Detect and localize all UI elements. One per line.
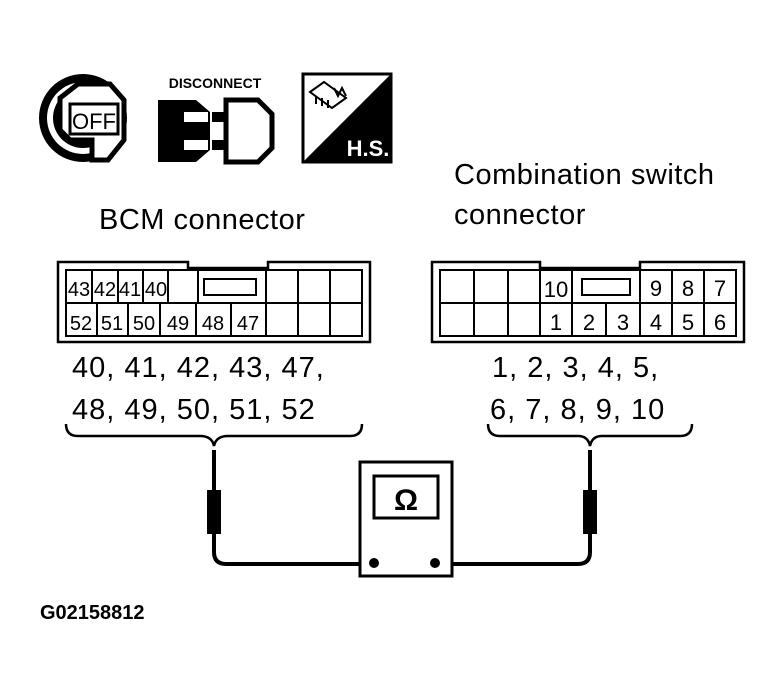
combination-pins-line1: 1, 2, 3, 4, 5, bbox=[492, 352, 660, 384]
left-probe bbox=[207, 450, 374, 566]
comb-pin-8: 8 bbox=[682, 276, 694, 301]
bcm-connector: 43 42 41 40 52 51 50 49 48 47 bbox=[56, 260, 372, 344]
bcm-title: BCM connector bbox=[99, 204, 306, 236]
bcm-pin-52: 52 bbox=[70, 313, 92, 335]
comb-pin-9: 9 bbox=[650, 276, 662, 301]
harness-side-icon: H.S. bbox=[301, 72, 393, 164]
harness-label: H.S. bbox=[347, 136, 390, 161]
ohm-symbol: Ω bbox=[394, 484, 418, 517]
comb-pin-4: 4 bbox=[650, 310, 662, 335]
combination-switch-connector: 10 9 8 7 1 2 3 4 5 6 bbox=[430, 260, 746, 344]
comb-pin-7: 7 bbox=[714, 276, 726, 301]
bcm-pin-41: 41 bbox=[119, 279, 141, 301]
bcm-pin-50: 50 bbox=[133, 313, 155, 335]
bcm-pin-51: 51 bbox=[101, 313, 123, 335]
ignition-off-key-icon: OFF bbox=[39, 74, 127, 163]
disconnect-connector-icon: DISCONNECT bbox=[158, 75, 275, 165]
bcm-pin-47: 47 bbox=[237, 313, 259, 335]
bcm-brace bbox=[64, 423, 364, 447]
comb-pin-6: 6 bbox=[714, 310, 726, 335]
comb-pin-5: 5 bbox=[682, 310, 694, 335]
combination-brace bbox=[486, 423, 694, 447]
ohmmeter: Ω bbox=[358, 460, 454, 578]
comb-pin-2: 2 bbox=[583, 310, 595, 335]
combination-title-line1: Combination switch bbox=[454, 159, 715, 191]
bcm-pin-48: 48 bbox=[202, 313, 224, 335]
bcm-pin-49: 49 bbox=[167, 313, 189, 335]
bcm-pins-line1: 40, 41, 42, 43, 47, bbox=[72, 352, 325, 384]
disconnect-label: DISCONNECT bbox=[169, 75, 262, 91]
ignition-label: OFF bbox=[72, 109, 116, 134]
bcm-pin-40: 40 bbox=[145, 279, 167, 301]
figure-code: G02158812 bbox=[40, 602, 145, 624]
combination-pins-line2: 6, 7, 8, 9, 10 bbox=[490, 394, 666, 426]
comb-pin-3: 3 bbox=[617, 310, 629, 335]
combination-title-line2: connector bbox=[454, 199, 586, 231]
bcm-pins-line2: 48, 49, 50, 51, 52 bbox=[72, 394, 316, 426]
comb-pin-1: 1 bbox=[550, 310, 562, 335]
comb-pin-10: 10 bbox=[544, 277, 568, 302]
bcm-pin-43: 43 bbox=[68, 279, 90, 301]
right-probe bbox=[435, 450, 597, 566]
bcm-pin-42: 42 bbox=[94, 279, 116, 301]
